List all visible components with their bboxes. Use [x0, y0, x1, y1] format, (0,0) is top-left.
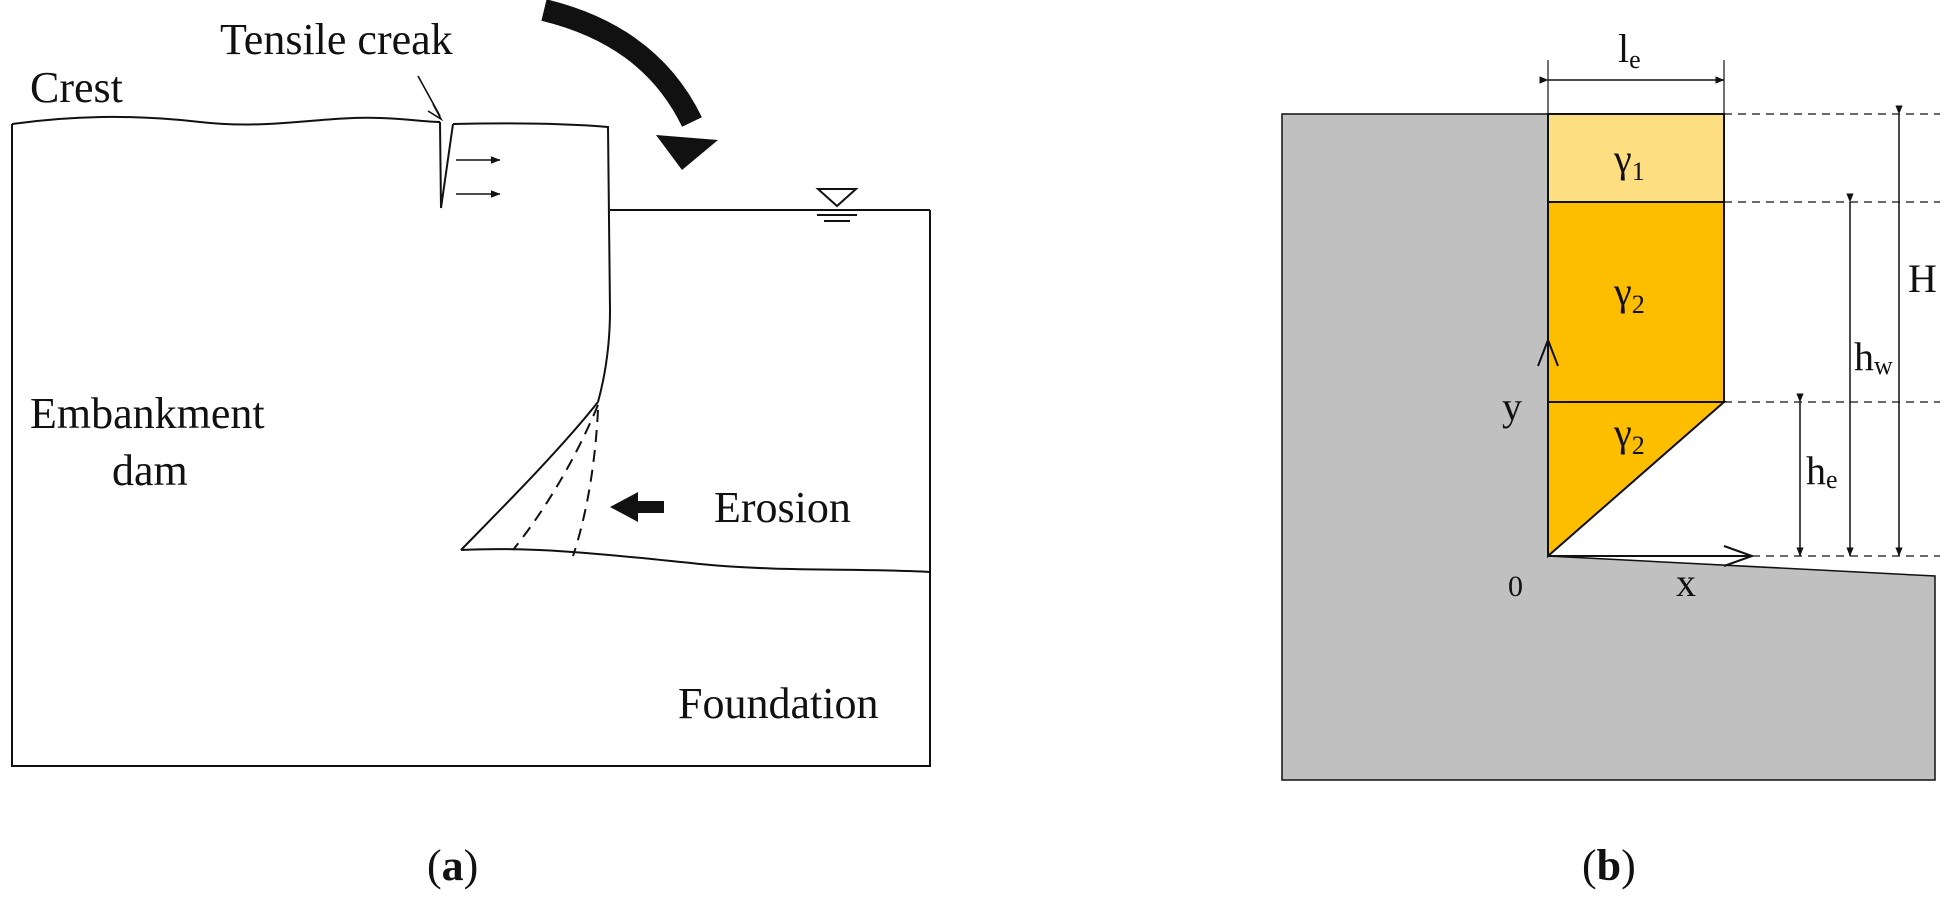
- embankment-label: Embankment: [30, 389, 265, 438]
- caption-b: (b): [1582, 841, 1636, 890]
- dimension-guides: [1724, 113, 1940, 557]
- erosion-arrow-icon: [610, 492, 664, 522]
- foundation-label: Foundation: [678, 679, 878, 728]
- x-axis-label: x: [1676, 560, 1696, 605]
- dam-outline: [11, 124, 931, 767]
- crest-label: Crest: [30, 63, 123, 112]
- dam-label: dam: [112, 446, 188, 495]
- origin-label: 0: [1508, 570, 1523, 603]
- upstream-face: [452, 122, 612, 403]
- tensile-crack: [439, 121, 454, 209]
- erosion-wedge: [460, 401, 599, 551]
- gamma2-upper-label: γ2: [1613, 269, 1645, 319]
- hw-label: hw: [1854, 334, 1893, 380]
- he-label: he: [1806, 448, 1838, 494]
- foundation-surface: [460, 548, 931, 573]
- layer-gamma1: [1547, 113, 1725, 203]
- x-axis-arrowhead: [1723, 545, 1755, 567]
- panel-b: le γ1 γ2 γ2 H hw he y x 0 (b): [1281, 26, 1940, 890]
- rotation-arrow-icon: [541, 0, 718, 170]
- water-level-icon: [815, 188, 859, 222]
- erosion-dashed-2: [572, 409, 599, 557]
- gamma1-label: γ1: [1613, 136, 1645, 186]
- layer-gamma2-lower: [1547, 401, 1727, 559]
- panel-a: Crest Tensile creak Embankment dam Erosi…: [11, 0, 931, 890]
- layer-gamma2-upper: [1547, 201, 1725, 403]
- H-label: H: [1908, 256, 1937, 301]
- tensile-crack-label: Tensile creak: [220, 15, 453, 64]
- caption-a: (a): [427, 841, 478, 890]
- y-axis-arrowhead: [1537, 337, 1559, 367]
- erosion-label: Erosion: [714, 483, 851, 532]
- crest-surface: [11, 115, 441, 126]
- y-axis-label: y: [1502, 384, 1522, 429]
- erosion-dashed-1: [512, 404, 599, 551]
- gamma2-lower-label: γ2: [1613, 410, 1645, 460]
- le-label: le: [1618, 26, 1641, 74]
